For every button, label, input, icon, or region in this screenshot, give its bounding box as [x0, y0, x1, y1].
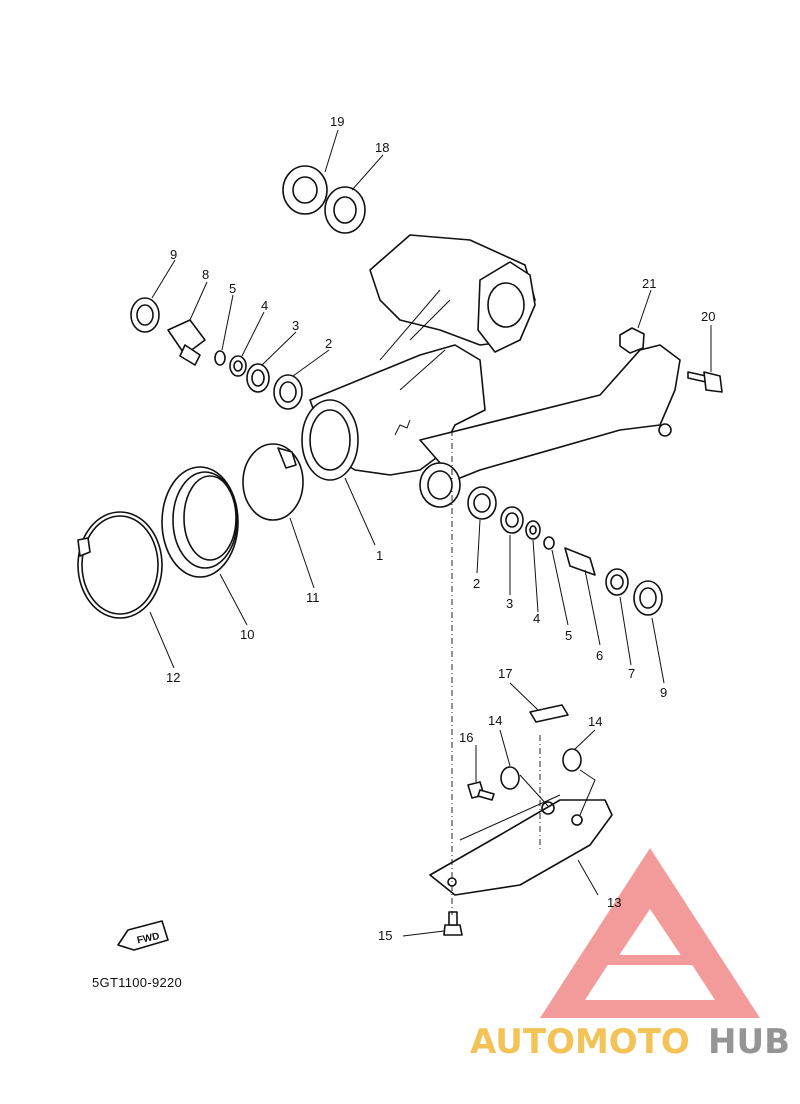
- callout-11: 11: [306, 590, 320, 605]
- callout-13: 13: [607, 895, 621, 910]
- callout-15: 15: [378, 928, 392, 943]
- o-ring-5-left: [214, 350, 226, 366]
- collar-14-left: [500, 766, 520, 790]
- callout-7: 7: [628, 666, 635, 681]
- band-12: [77, 511, 163, 619]
- part-code: 5GT1100-9220: [92, 975, 182, 990]
- bearing-18: [324, 186, 366, 234]
- callout-3-left: 3: [292, 318, 299, 333]
- watermark-text: AUTOMOTO HUB: [470, 1022, 790, 1062]
- o-ring-5-right: [543, 536, 555, 550]
- callout-4-right: 4: [533, 611, 540, 626]
- cap-9-right: [633, 580, 663, 616]
- bushing-2-left: [273, 374, 303, 410]
- watermark-part1: AUTOMOTO: [470, 1022, 690, 1062]
- callout-14-right: 14: [588, 714, 602, 729]
- washer-4-left: [229, 355, 247, 377]
- callout-18: 18: [375, 140, 389, 155]
- callout-16: 16: [459, 730, 473, 745]
- watermark-part2: HUB: [708, 1022, 790, 1062]
- bolt-16: [467, 781, 495, 801]
- callouts: 19 18 9 8 5 4 3 2 21 20 1 11 10 12 2 3 4…: [166, 114, 715, 943]
- seal-3-left: [246, 363, 270, 393]
- callout-5-right: 5: [565, 628, 572, 643]
- callout-9-right: 9: [660, 685, 667, 700]
- watermark-logo: [540, 848, 760, 1018]
- callout-5-left: 5: [229, 281, 236, 296]
- callout-4-left: 4: [261, 298, 268, 313]
- callout-8: 8: [202, 267, 209, 282]
- seal-3-right: [500, 506, 524, 534]
- callout-3-right: 3: [506, 596, 513, 611]
- callout-20: 20: [701, 309, 715, 324]
- callout-14-left: 14: [488, 713, 502, 728]
- nut-7: [605, 568, 629, 596]
- callout-2-left: 2: [325, 336, 332, 351]
- cap-9-left: [130, 297, 160, 333]
- fwd-arrow-icon: FWD: [117, 920, 169, 951]
- bolt-20: [687, 371, 723, 393]
- pivot-shaft-8: [167, 319, 206, 366]
- bearing-19: [282, 165, 328, 215]
- callout-1: 1: [376, 548, 383, 563]
- label-17: [529, 704, 569, 723]
- washer-4-right: [525, 520, 541, 540]
- pivot-shaft-6: [564, 547, 596, 576]
- callout-12: 12: [166, 670, 180, 685]
- nut-21: [619, 327, 645, 354]
- fwd-label: FWD: [136, 931, 161, 946]
- swingarm-part: [301, 234, 681, 508]
- leader-lines: [149, 129, 712, 937]
- skid-plate-13: [429, 794, 613, 896]
- callout-19: 19: [330, 114, 344, 129]
- callout-6: 6: [596, 648, 603, 663]
- callout-10: 10: [240, 627, 254, 642]
- bolt-15: [443, 911, 463, 936]
- callout-9-left: 9: [170, 247, 177, 262]
- collar-14-right: [562, 748, 582, 772]
- boot-10: [161, 466, 239, 578]
- callout-2-right: 2: [473, 576, 480, 591]
- bushing-2-right: [467, 486, 497, 520]
- band-11: [242, 443, 304, 521]
- callout-21: 21: [642, 276, 656, 291]
- callout-17: 17: [498, 666, 512, 681]
